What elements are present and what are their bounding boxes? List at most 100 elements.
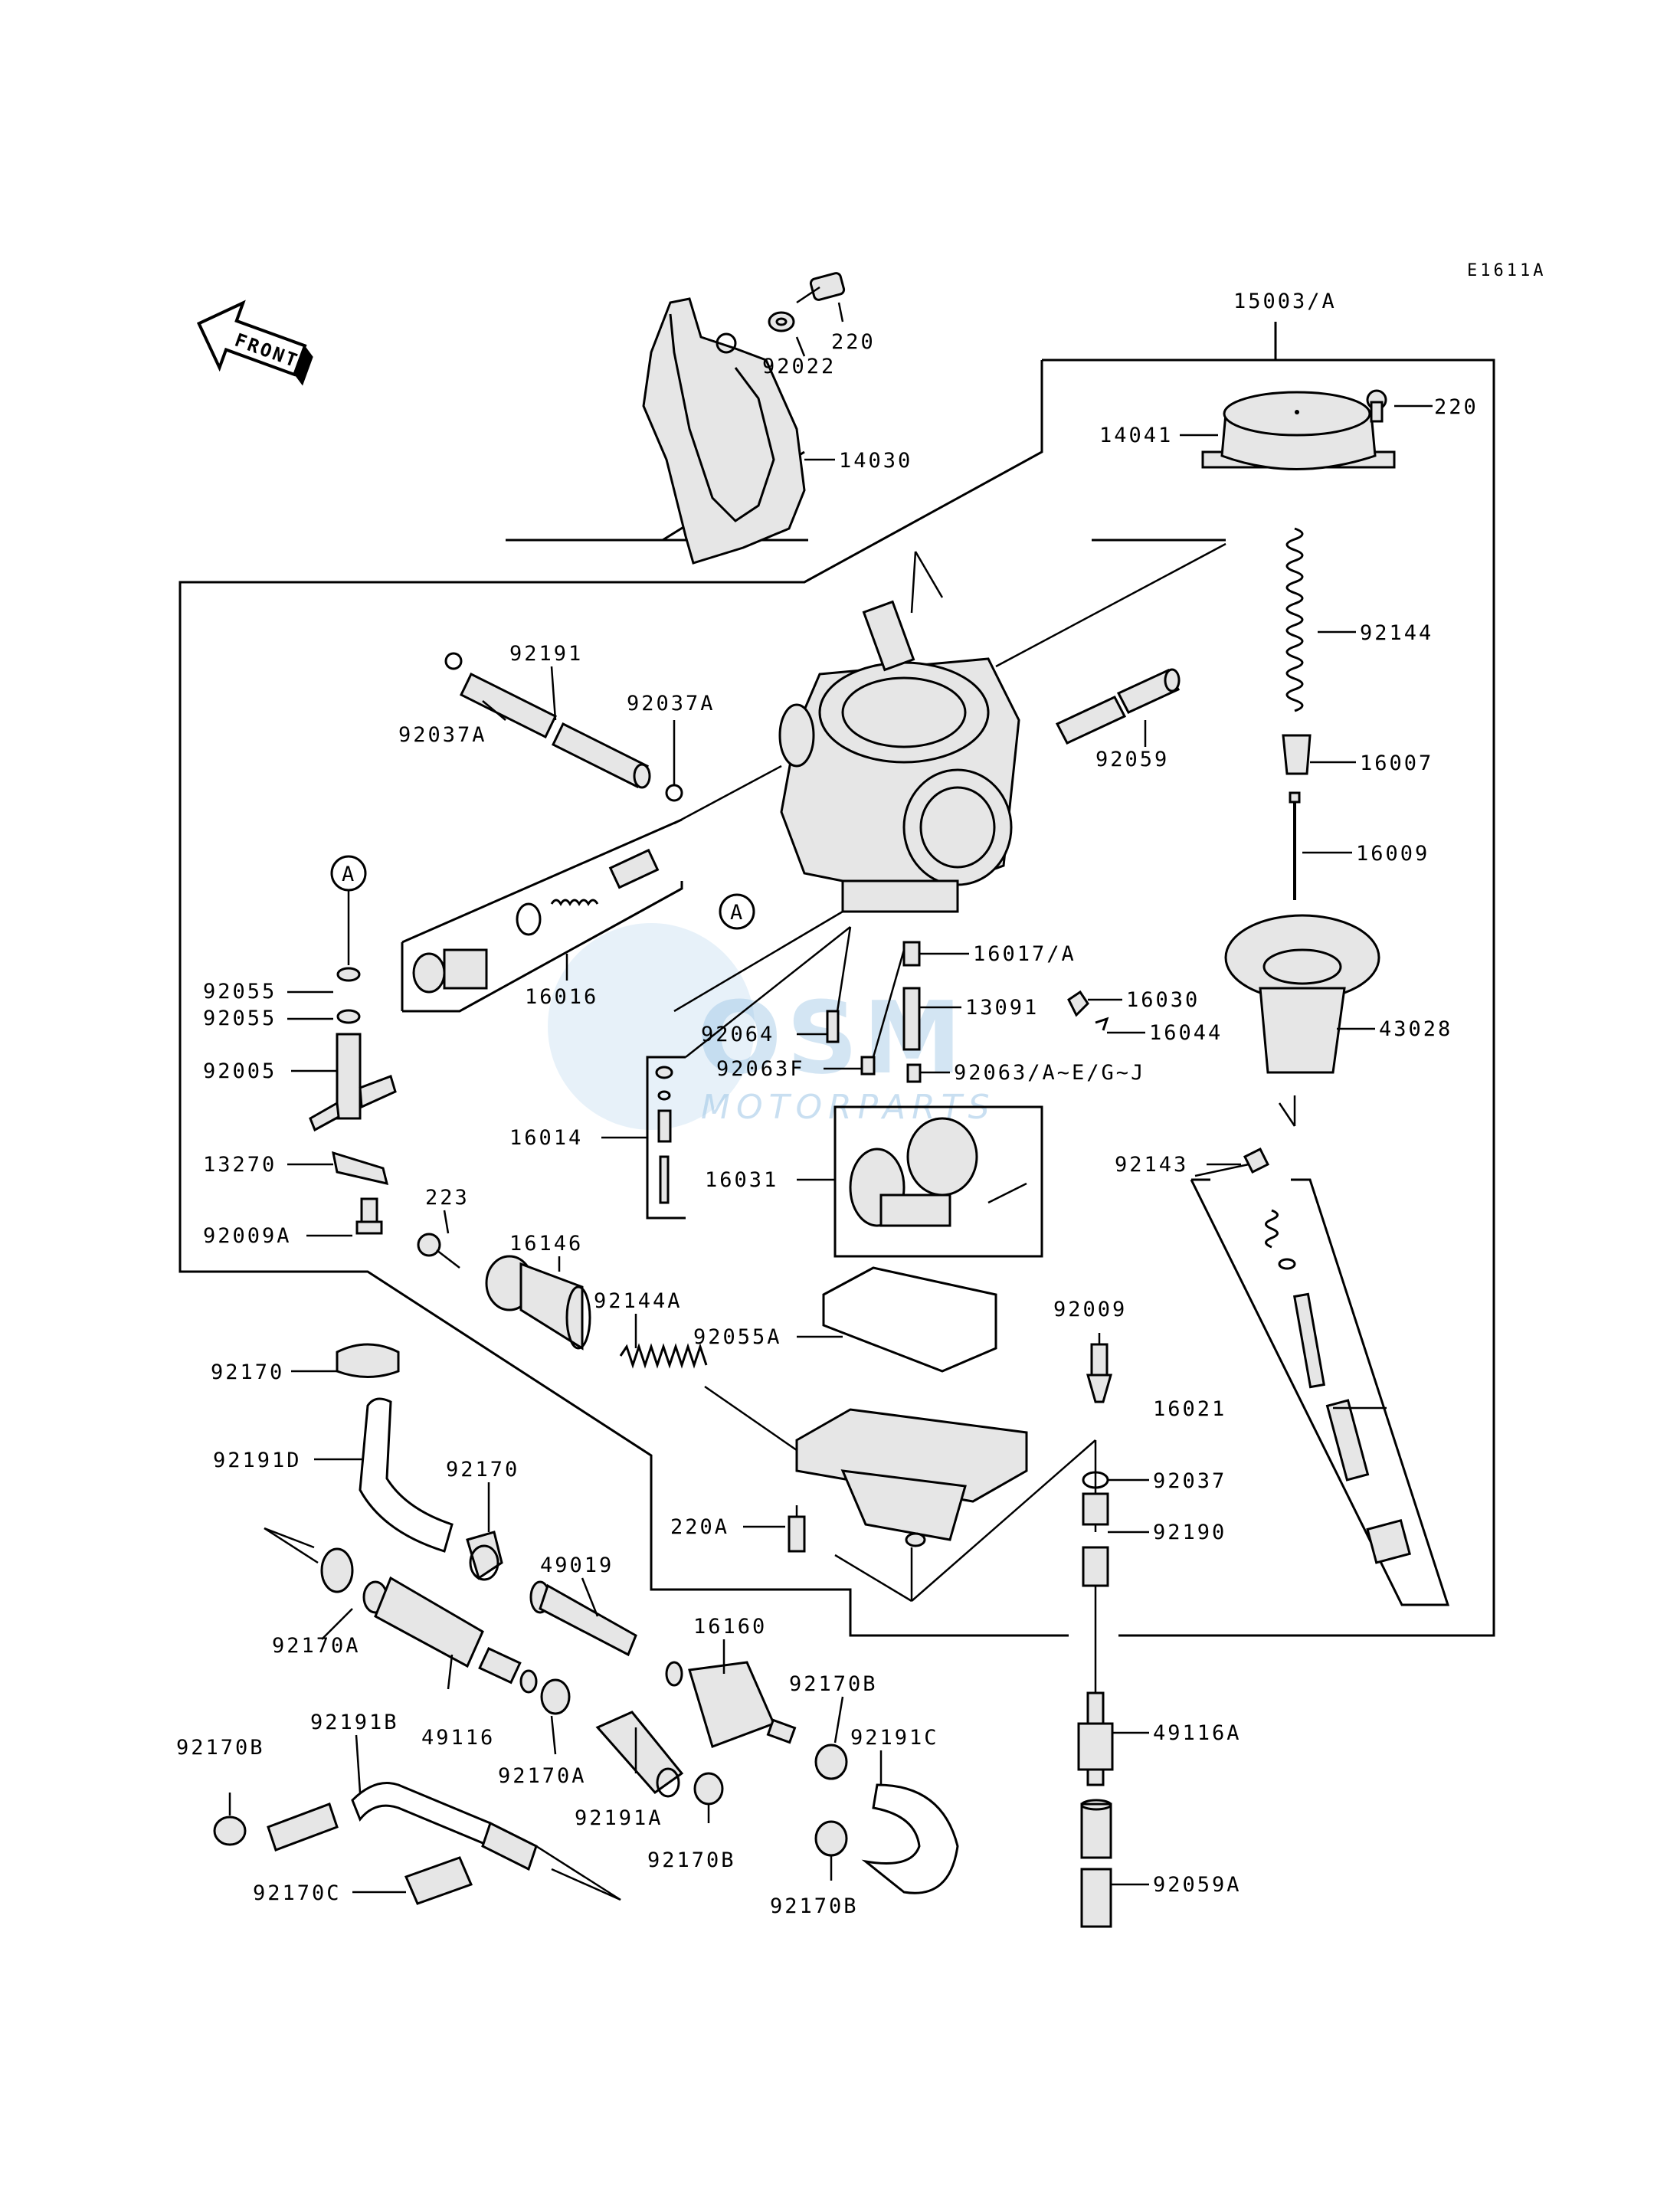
label-92191: 92191 bbox=[509, 642, 583, 666]
label-223: 223 bbox=[425, 1186, 470, 1210]
label-92190: 92190 bbox=[1153, 1521, 1226, 1544]
leader-lines bbox=[228, 302, 1433, 1894]
label-16021: 16021 bbox=[1153, 1397, 1226, 1421]
label-49116A: 49116A bbox=[1153, 1721, 1242, 1745]
part-float-bowl bbox=[795, 1408, 1028, 1547]
callout-a-center: A bbox=[719, 893, 755, 930]
label-92170A-2: 92170A bbox=[498, 1764, 587, 1788]
part-49116-filter bbox=[362, 1576, 538, 1694]
label-16009: 16009 bbox=[1356, 842, 1429, 866]
part-92170B-clamp-3 bbox=[693, 1772, 724, 1806]
part-92059-tube bbox=[1055, 668, 1181, 745]
label-92055-2: 92055 bbox=[203, 1007, 277, 1030]
label-15003A: 15003/A bbox=[1233, 290, 1337, 313]
part-92190-tube bbox=[1082, 1492, 1109, 1587]
part-92170-clamp-2 bbox=[466, 1531, 503, 1581]
label-92005: 92005 bbox=[203, 1059, 277, 1083]
label-16044: 16044 bbox=[1149, 1021, 1223, 1045]
part-92144-spring bbox=[1285, 527, 1304, 712]
front-direction-arrow-icon: FRONT bbox=[196, 300, 313, 386]
part-92170B-clamp-4 bbox=[213, 1816, 247, 1846]
part-220-screw-top bbox=[796, 272, 846, 304]
label-16007: 16007 bbox=[1360, 751, 1433, 775]
part-16030-float-valve bbox=[1067, 990, 1089, 1017]
label-16146: 16146 bbox=[509, 1232, 583, 1256]
callout-a-letter-center: A bbox=[730, 901, 745, 925]
part-49116A-filter bbox=[1077, 1691, 1114, 1786]
part-92170-clamp-1 bbox=[336, 1343, 400, 1378]
label-16160: 16160 bbox=[693, 1615, 767, 1639]
label-92064: 92064 bbox=[701, 1023, 775, 1046]
label-92055-1: 92055 bbox=[203, 980, 277, 1004]
label-13091: 13091 bbox=[965, 996, 1039, 1020]
part-16009-jet-needle bbox=[1289, 791, 1301, 900]
part-92059A-tube bbox=[1080, 1799, 1112, 1928]
part-14030-cover bbox=[642, 297, 806, 565]
part-92037A-clip-left bbox=[444, 652, 463, 670]
diagram-code: E1611A bbox=[1467, 261, 1546, 280]
part-92022-washer bbox=[768, 311, 795, 332]
label-14041: 14041 bbox=[1099, 424, 1173, 447]
part-92170A-clamp-1 bbox=[320, 1547, 354, 1593]
part-92191B-hose bbox=[267, 1782, 538, 1871]
label-92055A: 92055A bbox=[693, 1325, 782, 1349]
label-92191B: 92191B bbox=[310, 1711, 399, 1734]
part-92191A-tube bbox=[595, 1711, 684, 1798]
label-92170B-3: 92170B bbox=[647, 1848, 736, 1872]
label-16017A: 16017/A bbox=[973, 942, 1076, 966]
label-13270: 13270 bbox=[203, 1153, 277, 1177]
part-92170C-clip bbox=[404, 1856, 473, 1905]
label-92059: 92059 bbox=[1095, 748, 1169, 771]
label-92059A: 92059A bbox=[1153, 1873, 1242, 1897]
label-16016: 16016 bbox=[525, 985, 598, 1009]
label-92170A-1: 92170A bbox=[272, 1634, 361, 1658]
part-92170B-clamp-1 bbox=[814, 1744, 848, 1780]
label-92191C: 92191C bbox=[850, 1726, 939, 1750]
part-92144A-spring bbox=[619, 1343, 708, 1369]
part-92055-oring-2 bbox=[336, 1009, 361, 1024]
label-16031: 16031 bbox=[705, 1168, 778, 1192]
part-223-screw bbox=[417, 1233, 460, 1269]
part-16031-float bbox=[833, 1105, 1043, 1258]
part-13270-bracket bbox=[332, 1151, 389, 1186]
label-220A: 220A bbox=[670, 1515, 729, 1539]
label-92144: 92144 bbox=[1360, 621, 1433, 645]
carburetor-body bbox=[778, 600, 1020, 913]
part-92055-oring-1 bbox=[336, 967, 361, 982]
label-92009: 92009 bbox=[1053, 1298, 1127, 1321]
label-49116: 49116 bbox=[421, 1726, 495, 1750]
label-92022: 92022 bbox=[762, 355, 836, 378]
part-92191C-hose bbox=[861, 1783, 959, 1894]
label-92037: 92037 bbox=[1153, 1469, 1226, 1493]
label-92170B-2: 92170B bbox=[770, 1894, 859, 1918]
part-92170A-clamp-2 bbox=[540, 1678, 571, 1715]
label-220-top: 220 bbox=[831, 330, 876, 354]
label-92144A: 92144A bbox=[594, 1289, 683, 1313]
label-43028: 43028 bbox=[1379, 1017, 1452, 1041]
part-92009A-screw bbox=[355, 1197, 383, 1235]
part-16044-clip bbox=[1095, 1017, 1109, 1031]
label-16030: 16030 bbox=[1126, 988, 1200, 1012]
part-labels: 15003/A 220 92022 14030 220 14041 92144 … bbox=[176, 290, 1479, 1918]
part-92037A-clip-right bbox=[665, 784, 683, 802]
part-16021-needle-group bbox=[1190, 1147, 1450, 1606]
part-92191D-hose bbox=[359, 1397, 454, 1553]
callout-a-letter-left: A bbox=[342, 863, 356, 886]
part-16007-retainer bbox=[1282, 734, 1312, 775]
label-92170B-4: 92170B bbox=[176, 1736, 265, 1760]
part-92009-screw bbox=[1086, 1343, 1112, 1403]
part-92170B-clamp-2 bbox=[814, 1820, 848, 1857]
part-92063F-jet bbox=[860, 1056, 876, 1076]
label-92191D: 92191D bbox=[213, 1449, 302, 1472]
part-13091-tube bbox=[902, 987, 921, 1051]
part-16016-starter-plunger-group bbox=[401, 818, 683, 1013]
label-220-right: 220 bbox=[1434, 395, 1479, 419]
part-92064-jet bbox=[826, 1010, 840, 1043]
part-16160-filter bbox=[665, 1661, 797, 1748]
label-92191A: 92191A bbox=[575, 1806, 663, 1830]
label-92009A: 92009A bbox=[203, 1224, 292, 1248]
part-16146-pump bbox=[485, 1255, 591, 1351]
label-92170-1: 92170 bbox=[211, 1360, 284, 1384]
